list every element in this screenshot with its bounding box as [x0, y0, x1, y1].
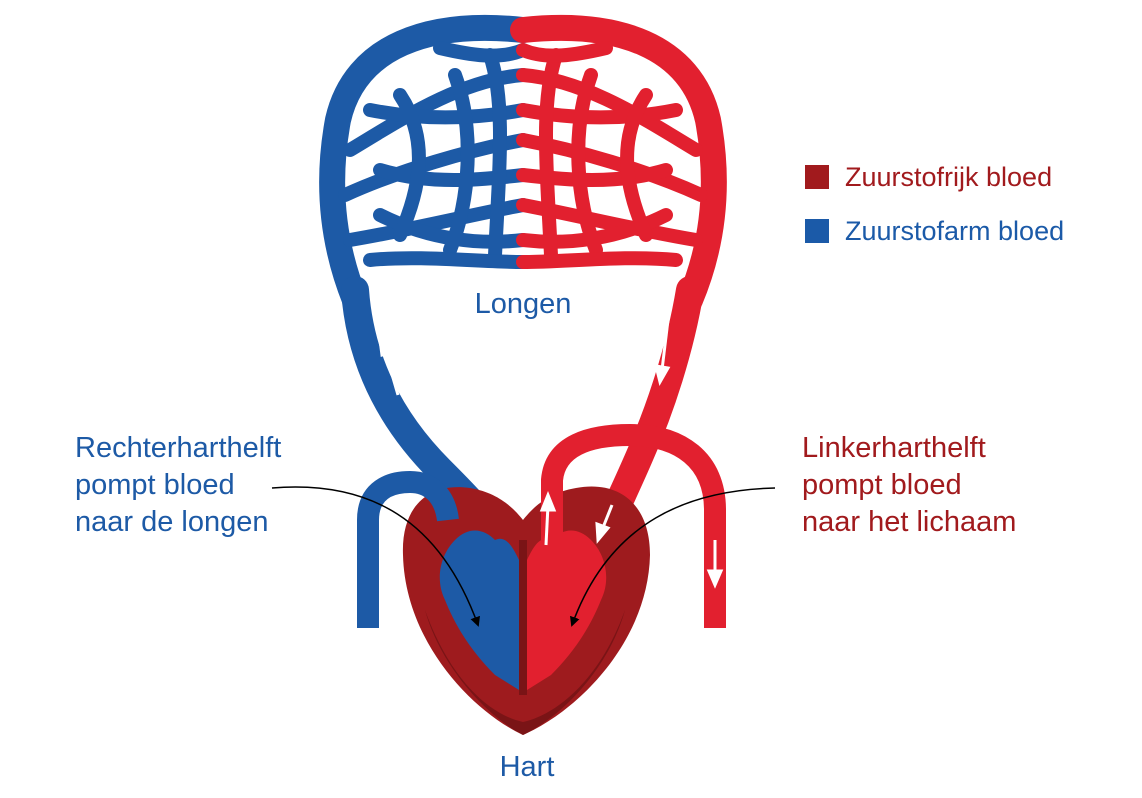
- legend-label-oxygen-poor: Zuurstofarm bloed: [845, 216, 1064, 246]
- left-half-label-line-3: naar het lichaam: [802, 506, 1016, 538]
- legend: Zuurstofrijk bloed Zuurstofarm bloed: [805, 162, 1064, 246]
- legend-label-oxygen-rich: Zuurstofrijk bloed: [845, 162, 1052, 192]
- right-half-label-line-3: naar de longen: [75, 506, 269, 538]
- legend-swatch-oxygen-rich: [805, 165, 829, 189]
- legend-swatch-oxygen-poor: [805, 219, 829, 243]
- heart-septum: [519, 540, 527, 695]
- heart-illustration: [403, 487, 650, 735]
- heart-label: Hart: [500, 751, 555, 783]
- lung-capillary-network: [332, 28, 714, 300]
- left-half-label-line-2: pompt bloed: [802, 469, 962, 501]
- left-half-label-line-1: Linkerharthelft: [802, 432, 986, 464]
- right-half-label-line-2: pompt bloed: [75, 469, 235, 501]
- lungs-label: Longen: [475, 288, 572, 320]
- right-half-label-line-1: Rechterharthelft: [75, 432, 281, 464]
